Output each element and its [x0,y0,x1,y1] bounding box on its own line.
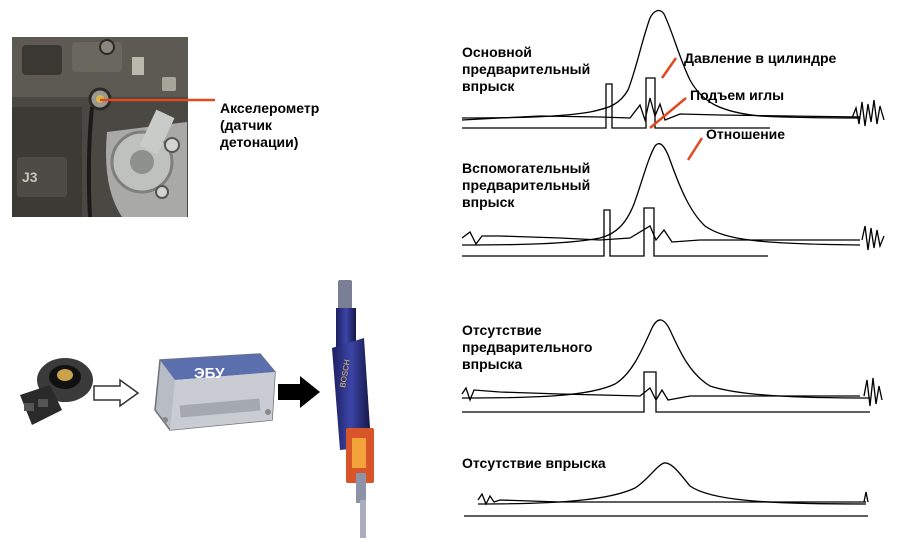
graph1-label-line2: предварительный [462,61,591,77]
graph1-needle-lift-trace [462,77,770,129]
ecu-box: ЭБУ [154,353,276,431]
graph1-ratio-leader [686,137,704,161]
graph3-label-line1: Отсутствие [462,322,542,338]
graph3-label-line2: предварительного [462,339,593,355]
graph1-ratio-label: Отношение [706,126,786,142]
graph2-needle-lift-trace [462,207,768,257]
engine-photo-stamp: J3 [22,169,38,185]
graph1-ratio-trace [461,97,861,123]
graph1-label: Основной предварительный впрыск [462,44,590,95]
graph1-pressure-leader [660,57,678,79]
graph3-needle-lift-trace [462,371,870,413]
ecu-label: ЭБУ [194,365,225,382]
graph1-label-line3: впрыск [462,78,515,94]
graph1-needle-leader [649,97,687,129]
graph2-label: Вспомогательный предварительный впрыск [462,160,590,211]
sensor-label-line2: (датчик [220,117,272,133]
graph2-ratio-trace [461,225,860,246]
graph3-label-line3: впрыска [462,356,523,372]
graph1-noise-right [851,99,885,127]
graph2-noise-right [861,225,885,251]
solid-arrow-icon [278,376,320,408]
graph1-label-line1: Основной [462,44,532,60]
engine-photo: J3 [12,37,188,217]
graph3-label: Отсутствие предварительного впрыска [462,322,592,373]
graph1-pressure-label: Давление в цилиндре [684,50,837,66]
graph2-label-line1: Вспомогательный [462,160,591,176]
sensor-label: Акселерометр (датчик детонации) [220,100,319,151]
graph2-label-line2: предварительный [462,177,591,193]
graph4-pressure-trace [477,462,867,505]
knock-sensor-icon [20,358,93,425]
graph2-label-line3: впрыск [462,194,515,210]
graph4-baseline-trace [477,492,866,506]
sensor-label-line3: детонации) [220,134,299,150]
injector-image: BOSCH [332,280,374,538]
graph3-pressure-trace [461,319,871,399]
outline-arrow-icon [93,378,140,408]
sensor-label-line1: Акселерометр [220,100,320,116]
graph1-needle-label: Подъем иглы [690,87,785,103]
graph3-noise-right [863,377,883,407]
graph4-label: Отсутствие впрыска [462,455,606,471]
engine-photo-drawing: J3 [12,37,188,217]
graph4-right-mark [863,491,869,503]
graph3-ratio-trace [461,386,860,402]
